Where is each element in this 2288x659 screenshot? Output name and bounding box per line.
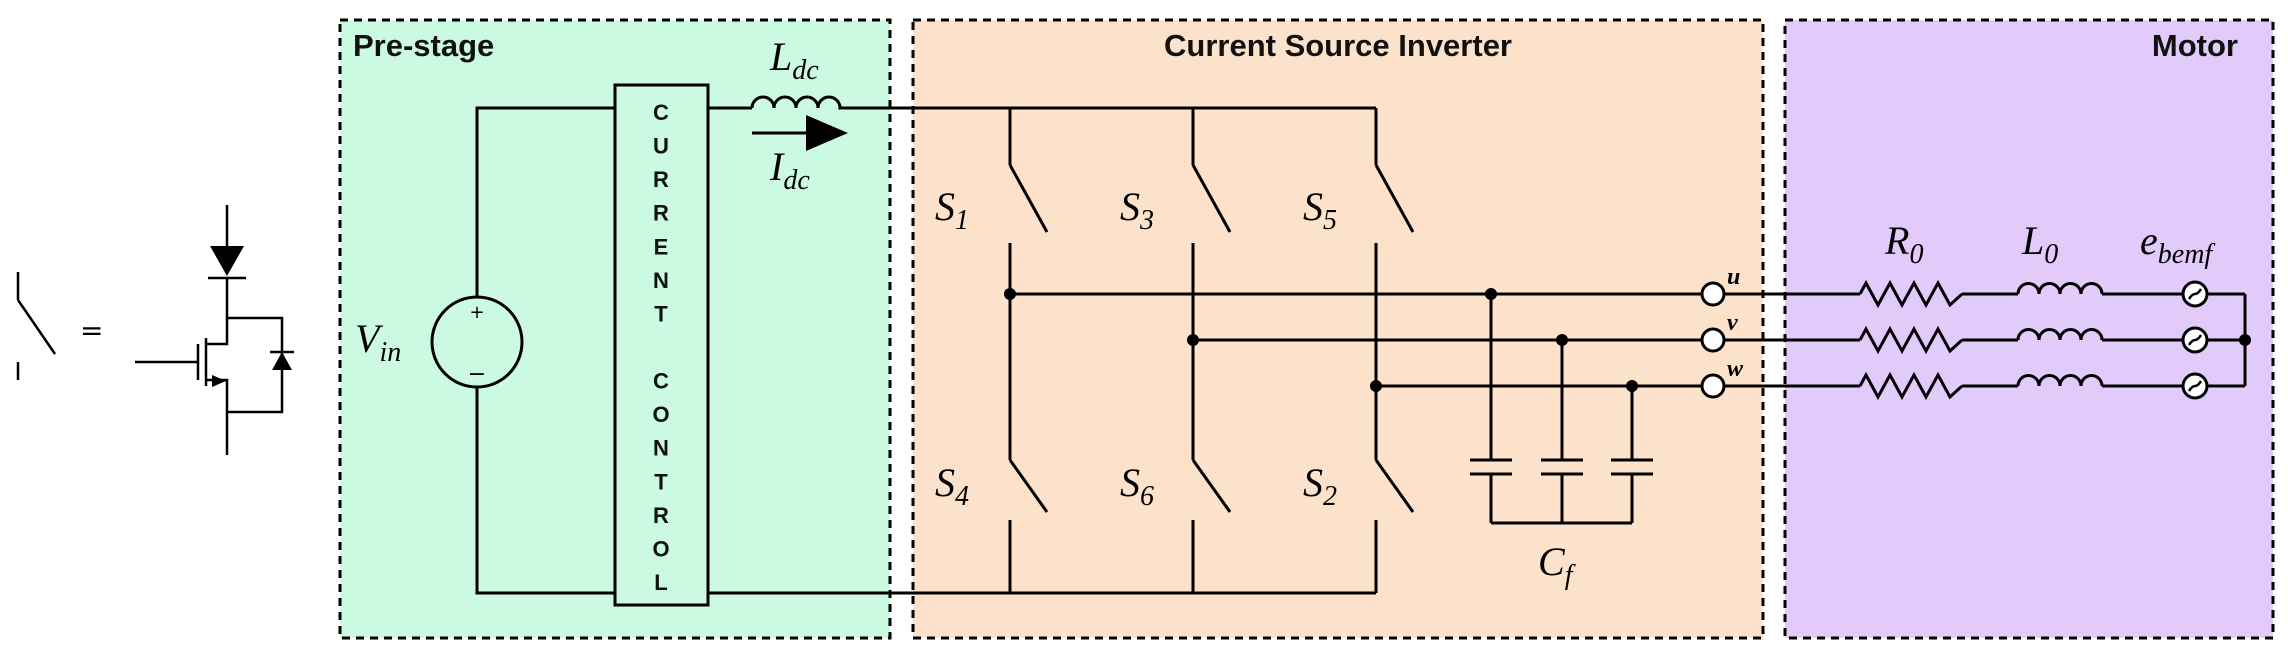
control-letter: L — [654, 570, 667, 595]
csi-title: Current Source Inverter — [1164, 28, 1512, 63]
motor-inductor-label: L0 — [2021, 218, 2058, 270]
switch-label-s2: S2 — [1303, 460, 1337, 512]
control-letter: T — [654, 469, 668, 494]
prestage-title: Pre-stage — [353, 28, 494, 63]
series-diode-icon — [210, 246, 244, 276]
terminal-v — [1700, 327, 1726, 353]
csi-panel — [911, 18, 1765, 640]
phase-label-v: v — [1727, 310, 1738, 336]
source-label: Vin — [355, 316, 401, 368]
source-plus: + — [469, 302, 484, 323]
motor-title: Motor — [2152, 28, 2238, 63]
source-minus: − — [468, 362, 486, 387]
legend-equals: = — [80, 314, 103, 347]
current-control-box — [613, 83, 710, 607]
switch-label-s4: S4 — [935, 460, 969, 512]
inductor-u — [2016, 282, 2104, 295]
switch-s5 — [1374, 164, 1415, 233]
resistor-u — [1858, 279, 1964, 309]
switch-s3 — [1191, 164, 1232, 233]
control-letter: N — [653, 436, 669, 461]
control-letter: T — [654, 301, 668, 326]
terminal-w — [1700, 373, 1726, 399]
control-letter: E — [654, 234, 669, 259]
filter-cap-label: Cf — [1538, 539, 1576, 591]
control-letter: N — [653, 268, 669, 293]
switch-legend: = — [16, 205, 294, 455]
switch-s2 — [1374, 459, 1415, 513]
switch-label-s5: S5 — [1303, 184, 1337, 236]
inductor-v — [2016, 328, 2104, 341]
control-letter: R — [653, 201, 669, 226]
control-letter: O — [652, 402, 669, 427]
filter-capacitors — [1470, 288, 1653, 525]
dc-inductor — [750, 95, 844, 110]
control-letter: R — [653, 503, 669, 528]
control-letter: O — [652, 536, 669, 561]
switch-s6 — [1191, 459, 1232, 513]
sine-icon — [2187, 380, 2203, 392]
dc-current-label: Idc — [769, 144, 810, 196]
resistor-v — [1858, 325, 1964, 355]
switch-s4 — [1008, 459, 1049, 513]
resistor-label: R0 — [1884, 218, 1923, 270]
switch-label-s3: S3 — [1120, 184, 1154, 236]
switch-label-s6: S6 — [1120, 460, 1154, 512]
sine-icon — [2187, 288, 2203, 300]
freewheel-diode-icon — [272, 352, 292, 370]
inverter-legs — [1008, 108, 1415, 593]
phase-label-u: u — [1727, 264, 1740, 290]
dc-inductor-label: Ldc — [769, 34, 819, 86]
control-letter: C — [653, 369, 669, 394]
inductor-w — [2016, 374, 2104, 387]
control-letter: U — [653, 134, 669, 159]
motor-phases — [1724, 279, 2245, 401]
switch-label-s1: S1 — [935, 184, 969, 236]
control-letter: C — [653, 100, 669, 125]
resistor-w — [1858, 371, 1964, 401]
switch-s1 — [1008, 164, 1049, 233]
control-letter: R — [653, 167, 669, 192]
sine-icon — [2187, 334, 2203, 346]
terminal-u — [1700, 281, 1726, 307]
phase-label-w: w — [1727, 356, 1744, 382]
bemf-label: ebemf — [2140, 218, 2215, 270]
